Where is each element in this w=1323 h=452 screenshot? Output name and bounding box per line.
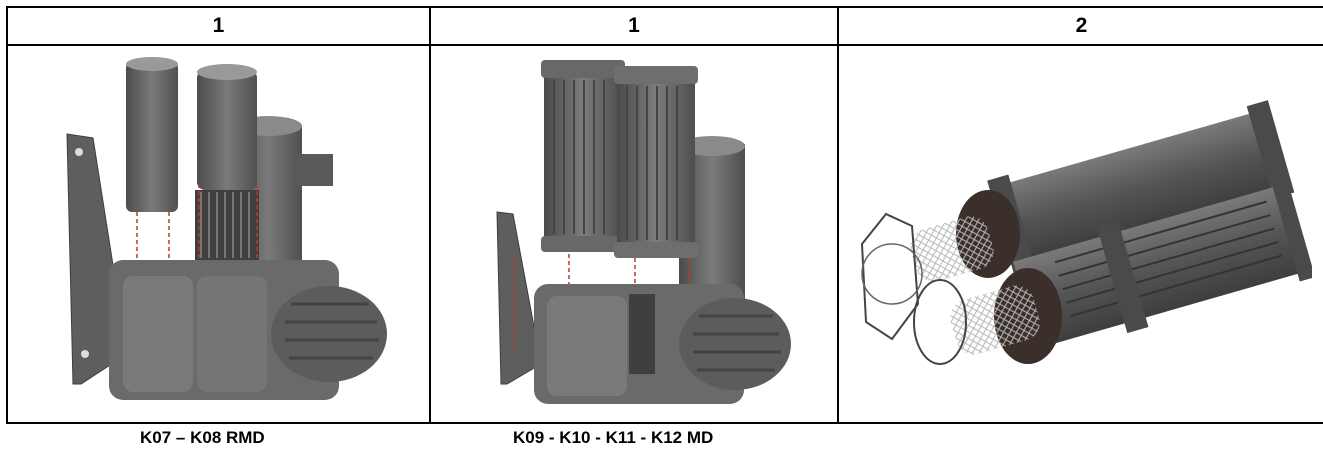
mounting-bracket [496, 211, 542, 385]
filter-assembly-illustration [860, 100, 1312, 365]
mesh-sleeve-front [949, 285, 1040, 355]
filter-cartridge-left [125, 62, 178, 212]
gasket-left [860, 212, 919, 341]
image-cell-3 [837, 44, 1323, 424]
header-row: 1 1 2 [6, 6, 1323, 46]
blower-k09-illustration [496, 60, 791, 404]
side-channel [270, 286, 387, 382]
image-row [6, 44, 1323, 424]
bracket-hole [80, 350, 89, 358]
bracket-hole [74, 148, 83, 156]
header-cell-2: 1 [429, 6, 839, 46]
terminal-box [296, 154, 333, 186]
figure-table: 1 1 2 [6, 6, 1323, 424]
caption-k09-k12: K09 - K10 - K11 - K12 MD [513, 428, 714, 447]
header-cell-1: 1 [6, 6, 431, 46]
filter-cartridge-right [196, 70, 257, 190]
header-cell-3: 2 [837, 6, 1323, 46]
filter-housing-front [1012, 175, 1312, 349]
blower-k07-illustration [65, 57, 387, 400]
mesh-sleeve-back [909, 216, 994, 282]
image-cell-1 [6, 44, 431, 424]
side-channel [679, 298, 791, 390]
image-cell-2 [429, 44, 839, 424]
caption-k07-k08: K07 – K08 RMD [140, 428, 265, 447]
gasket-right [912, 279, 967, 365]
